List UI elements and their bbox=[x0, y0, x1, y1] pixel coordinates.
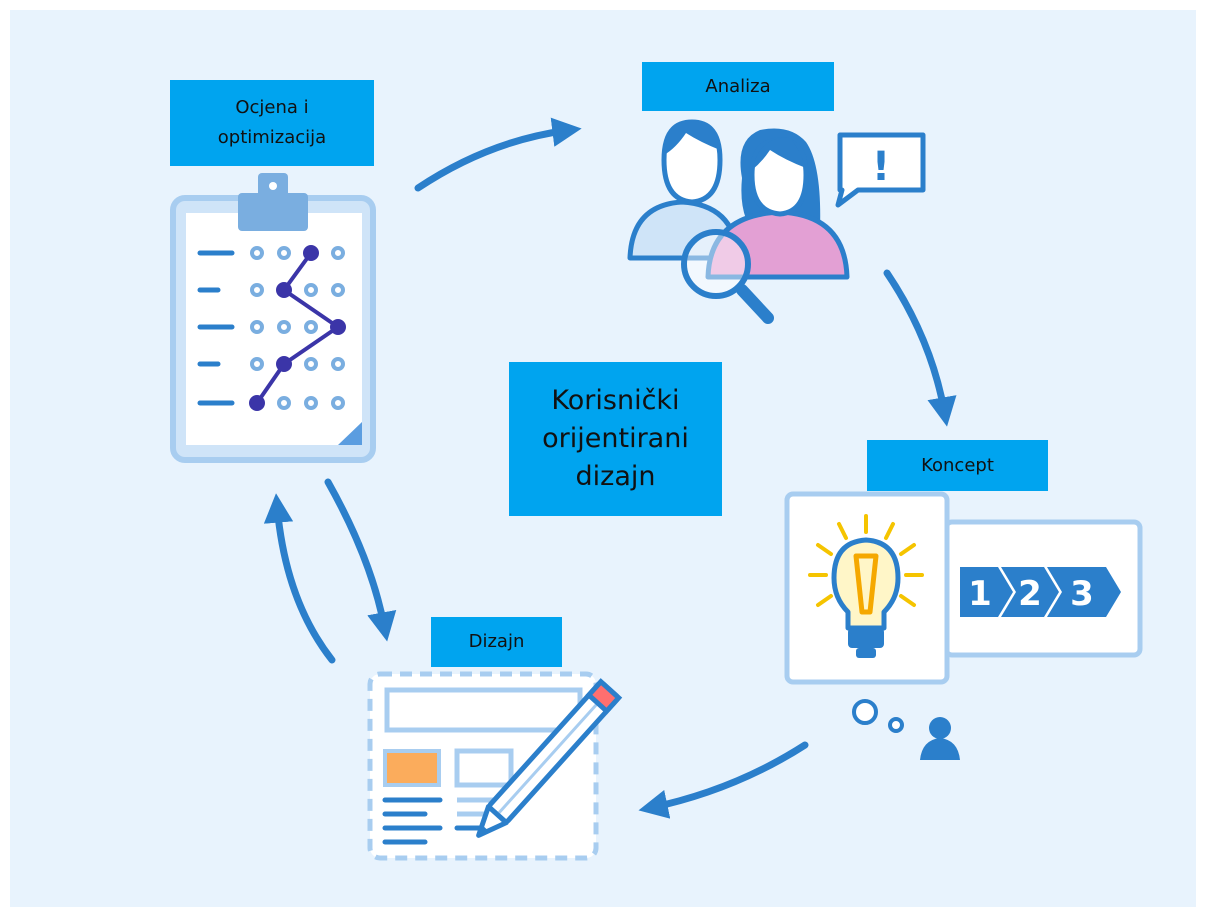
label-analysis: Analiza bbox=[642, 62, 834, 111]
alert-mark: ! bbox=[872, 144, 890, 190]
center-title: Korisnički orijentirani dizajn bbox=[509, 362, 722, 516]
thought-person-icon bbox=[852, 699, 960, 760]
arrow-evaluation-to-analysis bbox=[414, 117, 582, 192]
steps-123-icon: 1 2 3 bbox=[943, 519, 1143, 658]
label-design: Dizajn bbox=[431, 617, 562, 667]
arrow-analysis-to-concept bbox=[883, 269, 957, 427]
lightbulb-icon bbox=[784, 491, 950, 685]
users-search-icon bbox=[627, 119, 850, 324]
label-concept: Koncept bbox=[867, 440, 1048, 491]
step-2: 2 bbox=[1018, 574, 1042, 614]
arrow-evaluation-to-design bbox=[324, 478, 397, 642]
arrow-design-to-evaluation bbox=[263, 493, 336, 664]
step-1: 1 bbox=[968, 574, 992, 614]
clipboard-chart-icon bbox=[170, 173, 376, 463]
step-3: 3 bbox=[1070, 574, 1094, 614]
arrow-concept-to-design bbox=[638, 741, 809, 819]
layout-pencil-icon bbox=[367, 671, 623, 861]
speech-alert-icon: ! bbox=[835, 132, 926, 208]
label-evaluation: Ocjena i optimizacija bbox=[170, 80, 374, 166]
